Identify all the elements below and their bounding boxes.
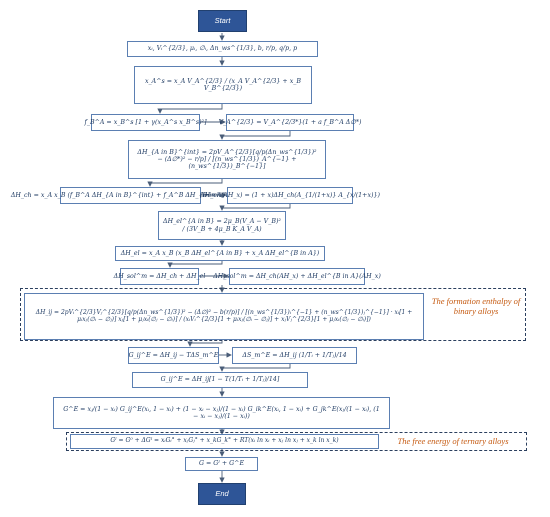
arrow-xas-fba bbox=[157, 104, 223, 114]
g-ij-box: G_ij^E = ΔH_ij − TΔS_m^E bbox=[128, 347, 219, 364]
ternary-energy-note: The free energy of ternary alloys bbox=[397, 436, 509, 446]
ge-box: G^E = xⱼ/(1 − xᵢ) G_ij^E(xᵢ, 1 − xᵢ) + (… bbox=[53, 397, 390, 429]
ds-box: ΔS_m^E = ΔH_ij (1/Tᵢ + 1/Tⱼ)/14 bbox=[232, 347, 357, 364]
dh-ch-ax-box: ΔH_ch(AH_x) = (1 + x)ΔH_ch(A_{1/(1+x)} A… bbox=[200, 187, 380, 204]
dh-el-ab-box: ΔH_el^{A in B} = 2μ_B(V_A − V_B)² / (3V_… bbox=[158, 211, 286, 240]
dh-el-box: ΔH_el = x_A x_B (x_B ΔH_el^{A in B} + x_… bbox=[115, 246, 325, 261]
arrow-dhint-dhch bbox=[147, 179, 223, 187]
g-ij2-box: G_ij^E = ΔH_ij[1 − T(1/Tᵢ + 1/Tⱼ)/14] bbox=[132, 372, 308, 388]
dh-sol-ax-box: ΔH_sol^m = ΔH_ch(AH_x) + ΔH_el^{B in A}(… bbox=[213, 268, 381, 285]
dh-ch-box: ΔH_ch = x_A x_B (f_B^A ΔH_{A in B}^{int}… bbox=[11, 187, 250, 204]
xa-surface-fraction-box: x_A^s = x_A V_A^{2/3} / (x_A V_A^{2/3} +… bbox=[134, 66, 312, 104]
dh-ij-box: ΔH_ij = 2pVᵢ^{2/3}Vⱼ^{2/3}[q/p(Δn_ws^{1/… bbox=[24, 293, 424, 340]
dh-int-box: ΔH_{A in B}^{int} = 2pV_A^{2/3}[q/p(Δn_w… bbox=[128, 140, 326, 179]
end-node: End bbox=[198, 483, 246, 505]
ternary-energy-group bbox=[66, 432, 527, 451]
dh-sol-box: ΔH_sol^m = ΔH_ch + ΔH_el bbox=[114, 268, 205, 285]
start-node: Start bbox=[198, 10, 247, 32]
arrow-dhij-gij bbox=[187, 340, 223, 347]
va-alloy-box: V_A^{2/3} = V_A^{2/3*}(1 + a f_B^A Δ∅*) bbox=[219, 114, 361, 131]
arrow-ds-gij2 bbox=[219, 364, 291, 372]
fba-box: f_B^A = x_B^s [1 + γ(x_A^s x_B^s)²] bbox=[84, 114, 207, 131]
binary-enthalpy-group bbox=[20, 288, 526, 341]
arrow-va-dhint bbox=[219, 131, 291, 140]
binary-enthalpy-note: The formation enthalpy of binary alloys bbox=[431, 296, 521, 317]
g-sum-box: G = Gᴵ + G^E bbox=[185, 457, 258, 471]
arrow-ax-dhelab bbox=[219, 204, 291, 211]
arrow-dhel-sol bbox=[167, 261, 223, 268]
gi-box: Gᴵ = G⁰ + ΔGᴵ = xᵢGᵢ° + xⱼGⱼ° + x_kG_k° … bbox=[70, 434, 379, 449]
inputs-box: xᵢ, Vᵢ^{2/3}, μᵢ, ∅ᵢ, Δn_ws^{1/3}, b, r/… bbox=[127, 41, 318, 57]
